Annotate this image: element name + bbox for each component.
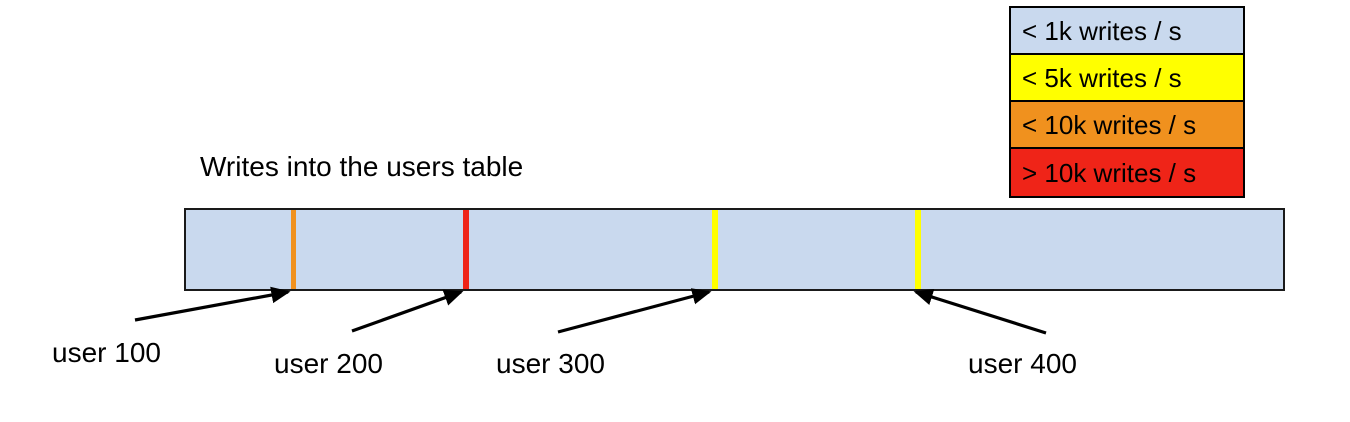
legend-row-lt-5k: < 5k writes / s xyxy=(1011,55,1243,102)
callout-arrow-user-200 xyxy=(351,289,464,333)
legend: < 1k writes / s < 5k writes / s < 10k wr… xyxy=(1009,6,1245,198)
legend-label-gt-10k: > 10k writes / s xyxy=(1022,157,1197,188)
legend-row-lt-10k: < 10k writes / s xyxy=(1011,102,1243,149)
callout-label-user-300: user 300 xyxy=(496,348,605,379)
partition-stripe-user-100-boundary xyxy=(291,210,296,289)
callout-label-user-100: user 100 xyxy=(52,337,161,368)
legend-row-lt-1k: < 1k writes / s xyxy=(1011,8,1243,55)
callout-arrow-user-400 xyxy=(913,289,1047,335)
callout-label-user-400: user 400 xyxy=(968,348,1077,379)
partition-stripe-user-400-boundary xyxy=(915,210,921,289)
callout-arrow-user-300 xyxy=(557,288,712,334)
callout-arrow-user-100 xyxy=(134,286,291,322)
legend-label-lt-10k: < 10k writes / s xyxy=(1022,109,1197,140)
legend-label-lt-5k: < 5k writes / s xyxy=(1022,62,1182,93)
callout-label-user-200: user 200 xyxy=(274,348,383,379)
legend-label-lt-1k: < 1k writes / s xyxy=(1022,15,1182,46)
legend-row-gt-10k: > 10k writes / s xyxy=(1011,149,1243,196)
partition-stripe-user-300-boundary xyxy=(712,210,718,289)
bar-title: Writes into the users table xyxy=(200,151,524,182)
partition-stripe-user-200-boundary xyxy=(463,210,469,289)
users-table-bar xyxy=(184,208,1285,291)
